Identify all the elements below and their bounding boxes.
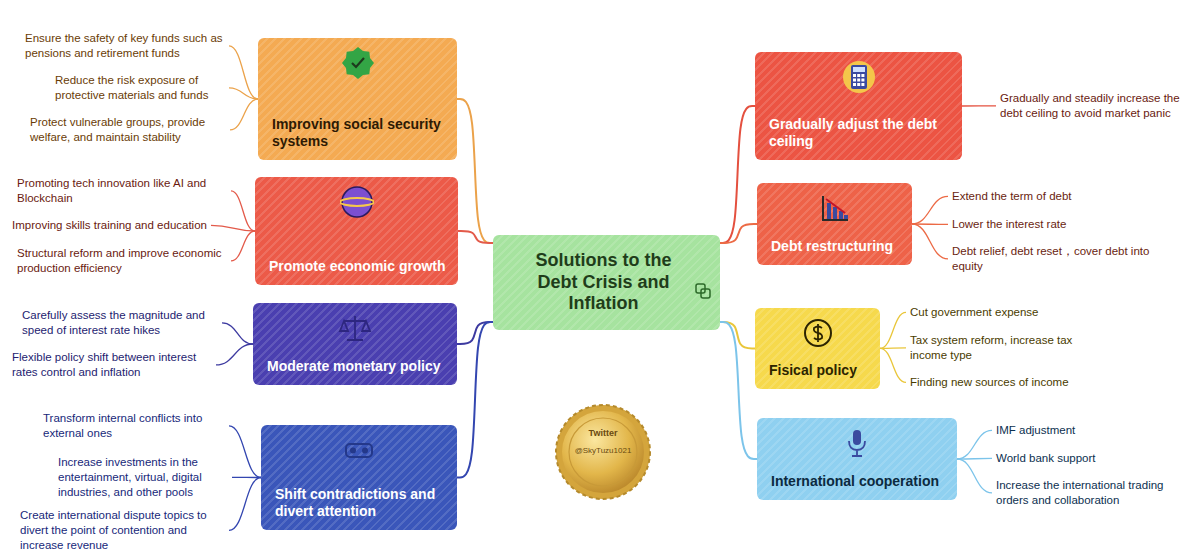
leader-line (231, 231, 255, 261)
leader-line (962, 105, 996, 106)
leaf-note: Create international dispute topics to d… (20, 508, 225, 553)
leaf-note: Gradually and steadily increase the debt… (1000, 91, 1192, 121)
branch-connector (457, 322, 493, 478)
leader-line (957, 430, 992, 459)
seal-text: @SkyTuzu1021 (571, 446, 635, 456)
branch-title: Gradually adjust the debt ceiling (769, 116, 950, 150)
topic-icon (340, 185, 374, 219)
branch-topic: Fisical policy (755, 308, 880, 389)
topic-icon (342, 433, 376, 467)
branch-title: Moderate monetary policy (267, 358, 445, 375)
leader-line (880, 348, 906, 382)
leaf-note: Flexible policy shift between interest r… (12, 350, 212, 380)
leaf-note: Promoting tech innovation like AI and Bl… (17, 176, 227, 206)
branch-title: Promote economic growth (269, 258, 446, 275)
branch-connector (457, 322, 493, 344)
branch-title: Fisical policy (769, 362, 868, 379)
leaf-note: Carefully assess the magnitude and speed… (22, 308, 218, 338)
topic-icon (694, 282, 712, 300)
branch-topic: International cooperation (757, 418, 957, 500)
branch-connector (720, 322, 755, 348)
branch-title: Improving social security systems (272, 116, 445, 150)
leaf-note: World bank support (996, 451, 1096, 466)
branch-topic: Improving social security systems (258, 38, 457, 160)
leader-line (222, 323, 253, 344)
topic-icon (842, 60, 876, 94)
branch-connector (458, 231, 493, 243)
central-topic: Solutions to the Debt Crisis and Inflati… (493, 235, 720, 330)
topic-icon (341, 46, 375, 80)
leader-line (229, 478, 261, 531)
leaf-note: Transform internal conflicts into extern… (43, 411, 225, 441)
branch-topic: Gradually adjust the debt ceiling (755, 52, 962, 160)
leaf-note: Protect vulnerable groups, provide welfa… (30, 115, 226, 145)
branch-connector (720, 224, 757, 243)
branch-connector (720, 322, 757, 459)
leader-line (229, 426, 261, 478)
leaf-note: Improving skills training and education (12, 218, 207, 233)
gold-seal (556, 405, 650, 499)
branch-connector (457, 99, 493, 243)
leaf-note: Increase investments in the entertainmen… (58, 455, 228, 500)
topic-icon (338, 311, 372, 345)
leader-line (229, 88, 258, 99)
topic-icon (840, 426, 874, 460)
leaf-note: Debt relief, debt reset，cover debt into … (952, 244, 1152, 274)
leader-line (230, 99, 258, 130)
leader-line (211, 225, 255, 231)
leaf-note: Lower the interest rate (952, 217, 1066, 232)
topic-icon (818, 191, 852, 225)
branch-topic: Shift contradictions and divert attentio… (261, 425, 457, 530)
leader-line (880, 312, 906, 348)
leader-line (912, 224, 948, 259)
branch-topic: Promote economic growth (255, 177, 458, 285)
leader-line (216, 344, 253, 365)
branch-title: International cooperation (771, 473, 945, 490)
seal-edge (556, 405, 650, 499)
branch-topic: Moderate monetary policy (253, 303, 457, 385)
topic-icon (801, 316, 835, 350)
seal-ring (569, 418, 637, 486)
leaf-note: Structural reform and improve economic p… (17, 246, 227, 276)
leader-line (957, 458, 992, 460)
leaf-note: Reduce the risk exposure of protective m… (55, 73, 225, 103)
seal-face (562, 411, 644, 493)
leaf-note: Finding new sources of income (910, 375, 1069, 390)
seal-text: Twitter (579, 428, 627, 440)
leader-line (880, 347, 906, 349)
branch-title: Shift contradictions and divert attentio… (275, 486, 445, 520)
leader-line (229, 46, 258, 99)
leader-line (957, 459, 992, 493)
branch-title: Debt restructuring (771, 238, 900, 255)
leader-line (231, 191, 255, 231)
leaf-note: Tax system reform, increase tax income t… (910, 333, 1100, 363)
leaf-note: Ensure the safety of key funds such as p… (25, 31, 225, 61)
leaf-note: Cut government expense (910, 305, 1039, 320)
central-title: Solutions to the Debt Crisis and Inflati… (517, 250, 690, 315)
branch-topic: Debt restructuring (757, 183, 912, 265)
leaf-note: Extend the term of debt (952, 189, 1072, 204)
leaf-note: Increase the international trading order… (996, 478, 1188, 508)
leaf-note: IMF adjustment (996, 423, 1075, 438)
branch-connector (720, 106, 755, 243)
leader-line (912, 196, 948, 224)
leader-line (232, 477, 261, 478)
